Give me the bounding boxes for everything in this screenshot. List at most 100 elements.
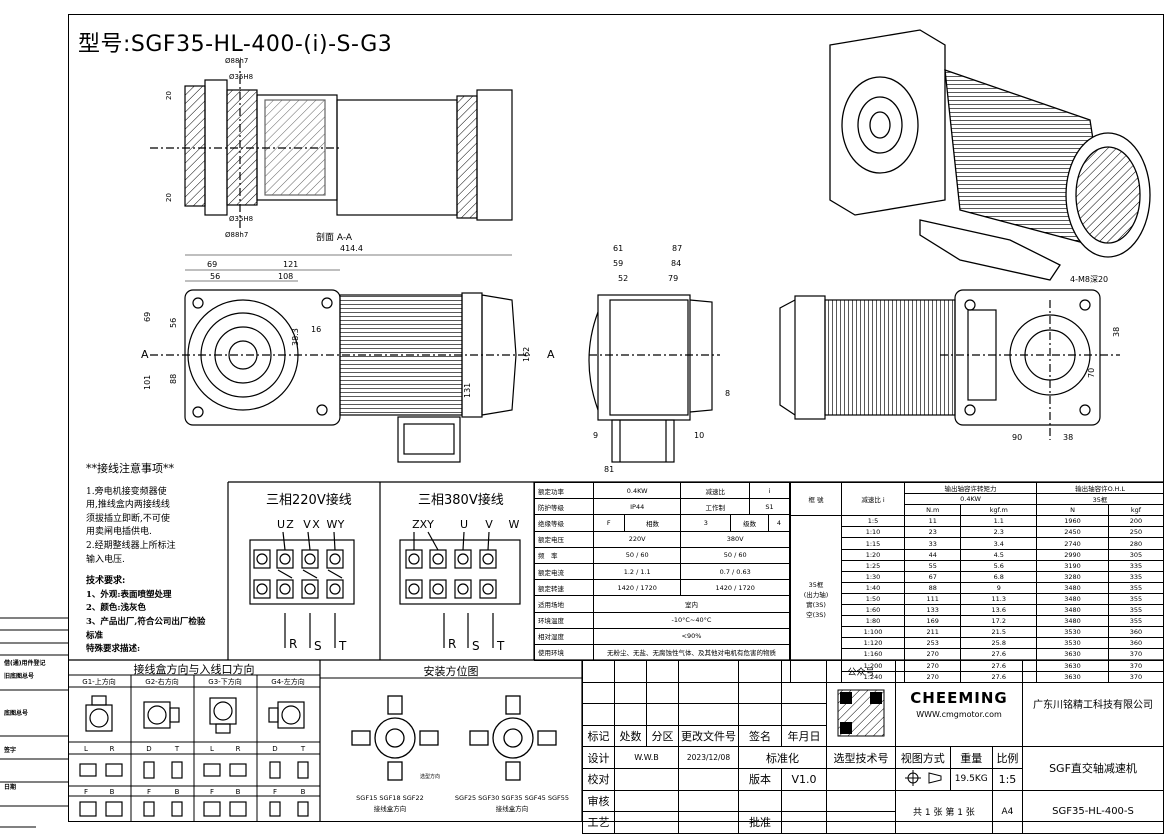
dim-v69: 69	[143, 312, 152, 322]
dim-69: 69	[207, 260, 217, 269]
torque-kgfm-cell: 13.6	[960, 604, 1038, 617]
tech-line: 3、产品出厂,符合公司出厂检验标准	[86, 616, 206, 641]
term-label-w: W	[327, 518, 338, 531]
dim-d35h8-bot: Ø35H8	[229, 215, 253, 223]
load-n-cell: 3280	[1036, 570, 1109, 583]
torque-nm-cell: 133	[903, 604, 962, 617]
paper-size: A4	[991, 789, 1024, 834]
fb-label: B	[301, 788, 306, 796]
torque-kgfm-cell: 4.5	[960, 548, 1038, 561]
note-line: 1.旁电机接变频器使	[86, 486, 167, 497]
ratio-cell: 1:80	[841, 615, 905, 628]
rev-header: 签名	[738, 724, 782, 748]
ratio-cell: 1:160	[841, 648, 905, 661]
frame-note-line: (出力轴)	[803, 590, 829, 599]
dim-38-bottom: 38	[1063, 433, 1073, 442]
spec-label: 级数	[730, 514, 769, 532]
load-kgf-cell: 360	[1107, 637, 1165, 650]
side-view	[588, 294, 720, 463]
tech-line: 特殊要求描述:	[86, 644, 141, 655]
ratio-cell: 1:30	[841, 570, 905, 583]
lr-label: T	[174, 745, 180, 753]
install-right-caption: SGF25 SGF30 SGF35 SGF45 SGF55	[455, 794, 569, 802]
ratio-cell: 1:20	[841, 548, 905, 561]
torque-nm-cell: 270	[903, 648, 962, 661]
weight-value: 19.5KG	[949, 767, 993, 791]
design-date: 2023/12/08	[678, 746, 739, 769]
header-load: 输出轴容许O.H.L	[1036, 481, 1164, 495]
load-kgf-cell: 335	[1107, 559, 1165, 572]
install-heading: 安装方位图	[423, 665, 479, 678]
terminal-diagrams: U Z V X W Y ZXY U V W R	[249, 518, 521, 653]
dim-v101: 101	[143, 375, 152, 390]
dim-162: 162	[522, 347, 531, 362]
front-view	[150, 289, 530, 463]
section-dim-texts: Ø88h7 Ø35H8 Ø35H8 Ø88h7 20 20 剖面 A-A	[165, 57, 353, 243]
front-dims: 414.4 69 121 56 108 16 38.3 131 162 69 5…	[141, 244, 555, 398]
spec-value: 室内	[593, 595, 790, 613]
unit-n: N	[1036, 504, 1109, 517]
torque-nm-cell: 253	[903, 637, 962, 650]
frame-note-line: 實(3S)	[806, 600, 826, 609]
brand-logo: CHEEMING	[910, 688, 1008, 707]
frame-note-line: 空(3S)	[806, 610, 826, 619]
phase-t-380: T	[496, 639, 505, 653]
torque-nm-cell: 88	[903, 581, 962, 594]
load-n-cell: 2740	[1036, 537, 1109, 550]
torque-kgfm-cell: 25.8	[960, 637, 1038, 650]
designer: W.W.B	[614, 746, 679, 769]
spec-label: 工作制	[680, 498, 751, 516]
dim-4-m8: 4-M8深20	[1070, 275, 1108, 284]
dim-v56: 56	[169, 318, 178, 328]
header-ratio: 减速比 i	[841, 481, 905, 517]
ratio-cell: 1:40	[841, 581, 905, 594]
dim-70: 70	[1087, 368, 1096, 378]
unit-nm: N.m	[903, 504, 962, 517]
brand-cell: CHEEMING WWW.cmgmotor.com	[895, 659, 1023, 748]
load-kgf-cell: 370	[1107, 648, 1165, 661]
spec-value: 1420 / 1720	[592, 579, 682, 597]
lr-label: D	[146, 745, 151, 753]
torque-nm-cell: 33	[903, 537, 962, 550]
brand-url: WWW.cmgmotor.com	[916, 709, 1002, 719]
qr-code	[826, 681, 896, 748]
dim-79: 79	[668, 274, 678, 283]
install-left-caption: SGF15 SGF18 SGF22	[356, 794, 424, 802]
dim-38-right: 38	[1112, 327, 1121, 337]
torque-kgfm-cell: 1.1	[960, 515, 1038, 528]
torque-kgfm-cell: 3.4	[960, 537, 1038, 550]
wiring-380v-heading: 三相380V接线	[418, 493, 504, 508]
lr-label: R	[236, 745, 241, 753]
dim-52: 52	[618, 274, 628, 283]
load-kgf-cell: 360	[1107, 626, 1165, 639]
dim-131: 131	[463, 383, 472, 398]
tech-line: 1、外观:表面喷塑处理	[86, 589, 172, 600]
spec-label: 频 率	[534, 546, 594, 564]
torque-nm-cell: 11	[903, 515, 962, 528]
load-n-cell: 2990	[1036, 548, 1109, 561]
dim-9: 9	[593, 431, 598, 440]
load-kgf-cell: 355	[1107, 604, 1165, 617]
dir-g2: G2-右方向	[145, 677, 178, 686]
spec-value: 1420 / 1720	[680, 579, 790, 597]
header-frame: 框 號	[790, 481, 842, 517]
junction-box-panel: 接线盒方向与入线口方向 G1-上方向 G	[68, 660, 320, 822]
rev-header: 标记	[582, 724, 615, 748]
install-right-caption2: 接线盒方向	[496, 804, 529, 813]
torque-nm-cell: 55	[903, 559, 962, 572]
term-label-zxy: ZXY	[412, 518, 434, 531]
load-kgf-cell: 305	[1107, 548, 1165, 561]
load-kgf-cell: 355	[1107, 581, 1165, 594]
ratio-cell: 1:10	[841, 526, 905, 539]
junction-grid: G1-上方向 G2-右方向 G3-下方向 G4-左方向 L R D T L R …	[68, 674, 320, 822]
term-label-v380: V	[485, 518, 493, 531]
